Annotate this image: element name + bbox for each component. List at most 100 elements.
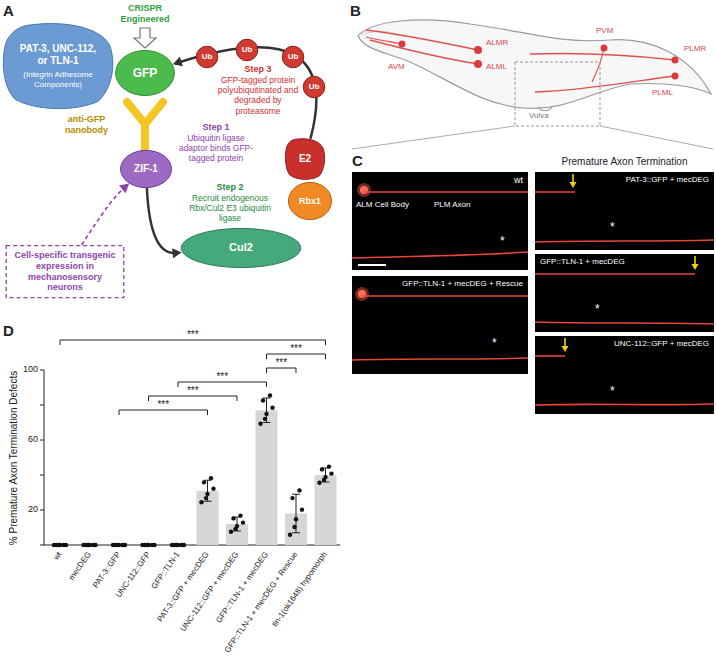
- data-point: [202, 480, 206, 484]
- category-label: UNC-112::GFP + mecDEG: [179, 550, 241, 633]
- label-holder: GFP::TLN-1: [149, 550, 182, 591]
- label-holder: 100: [23, 364, 38, 375]
- label-holder: % Premature Axon Termination Defects: [8, 371, 20, 545]
- category-label: PAT-3::GFP: [91, 550, 123, 590]
- label-holder: 60: [28, 434, 38, 445]
- ellipse-shape: [236, 39, 258, 61]
- neuron-label: AVM: [388, 62, 405, 72]
- step-description: GFP-tagged protein polyubiquitinated and…: [216, 75, 300, 116]
- label-holder: GFP::TLN-1 + mecDEG: [214, 550, 270, 625]
- panel-letter: B: [350, 2, 361, 20]
- data-point: [93, 543, 97, 547]
- tick-label: 60: [28, 434, 38, 445]
- text-holder: *: [610, 384, 615, 398]
- node-text: Ub: [202, 52, 213, 62]
- transgene-box: Cell-specific transgenic expression in m…: [5, 245, 125, 298]
- micrograph-ground: [535, 254, 714, 332]
- ubiquitin-circle: Ub: [196, 46, 218, 68]
- micrograph-label: UNC-112::GFP + mecDEG: [614, 339, 709, 349]
- axon: [535, 240, 714, 242]
- data-point: [56, 543, 60, 547]
- step-heading: Step 2: [180, 182, 280, 193]
- step-description: Ubiquitin ligase adaptor binds GFP-tagge…: [176, 133, 256, 164]
- label-holder: Ubiquitin ligase adaptor binds GFP-tagge…: [176, 133, 256, 164]
- significance-stars: ***: [157, 399, 169, 411]
- label-holder: mecDEG: [67, 550, 93, 582]
- axon: [535, 191, 575, 193]
- label-holder: ALML: [486, 62, 507, 72]
- label-holder: ***: [275, 357, 287, 369]
- node-text: Ub: [309, 82, 320, 92]
- axis-title: % Premature Axon Termination Defects: [8, 371, 20, 545]
- axon: [535, 273, 695, 275]
- data-point: [209, 476, 213, 480]
- micrograph-label: PAT-3::GFP + mecDEG: [626, 175, 709, 185]
- micrograph-label: GFP::TLN-1 + mecDEG + Rescue: [402, 279, 523, 289]
- text-holder: PLM Axon: [434, 200, 470, 210]
- data-point: [205, 492, 209, 496]
- data-point: [174, 543, 178, 547]
- tick-mark: [40, 370, 44, 371]
- micrograph-panel: PAT-3::GFP + mecDEG*: [535, 172, 714, 250]
- label-holder: wt: [51, 550, 63, 562]
- termination-arrowhead: [570, 182, 577, 188]
- data-point: [317, 481, 321, 485]
- curved-connector: [147, 188, 176, 253]
- neuron-label: PLML: [652, 88, 673, 98]
- axon: [364, 191, 528, 193]
- neuron-label: PVM: [596, 26, 613, 36]
- label-holder: PLMR: [684, 44, 706, 54]
- data-point: [241, 520, 245, 524]
- node-text: GFP: [133, 66, 158, 80]
- text-holder: ALM Cell Body: [356, 200, 409, 210]
- text-holder: *: [500, 234, 505, 248]
- tick-mark: [40, 405, 44, 406]
- label-holder: Step 3: [216, 64, 300, 75]
- label-holder: ALMR: [486, 38, 508, 48]
- step-description: Recruit endogenous Rbx/Cul2 E3 ubiquitin…: [180, 193, 280, 224]
- category-label: wt: [51, 550, 63, 562]
- label-holder: ***: [290, 343, 302, 355]
- tick-mark: [40, 475, 44, 476]
- data-point: [322, 478, 326, 482]
- data-point: [288, 532, 292, 536]
- text-holder: PAT-3::GFP + mecDEG: [626, 175, 709, 185]
- ellipse-shape: [303, 76, 325, 98]
- node-text: Cell-specific transgenic expression in m…: [11, 250, 119, 293]
- data-point: [199, 500, 203, 504]
- axis-line: [44, 370, 340, 545]
- text-holder: *: [492, 336, 497, 350]
- termination-arrowhead: [562, 346, 569, 352]
- label-holder: Step 1: [176, 122, 256, 133]
- significance-bracket: [119, 410, 208, 415]
- bar: [315, 475, 337, 545]
- data-point: [145, 543, 149, 547]
- node-text: anti-GFP nanobody: [55, 114, 118, 136]
- node-text: Cul2: [229, 241, 253, 254]
- blob-outline: [2, 22, 114, 110]
- axon: [352, 252, 528, 258]
- data-point: [258, 422, 262, 426]
- crispr-arrow: [134, 28, 156, 48]
- data-point: [211, 486, 215, 490]
- category-label: GFP::TLN-1: [149, 550, 182, 591]
- column-heading: Premature Axon Termination: [535, 156, 714, 168]
- data-point: [327, 464, 331, 468]
- blob-shape: [3, 24, 113, 109]
- zif-1-adaptor: ZIF-1: [120, 150, 172, 188]
- rbx1-protein: Rbx1: [288, 182, 332, 220]
- panel-letter: D: [3, 322, 14, 340]
- micrograph-panel: wtALM Cell BodyPLM Axon*: [352, 172, 528, 270]
- micrograph-label: GFP::TLN-1 + mecDEG: [540, 257, 625, 267]
- error-cap: [204, 501, 212, 502]
- ellipse-shape: [196, 46, 218, 68]
- node-text: (Integrin Adhesome Components): [16, 70, 100, 89]
- anatomy-label: Vulva: [529, 111, 549, 121]
- cell-body-glow: [355, 287, 369, 301]
- label-holder: AVM: [388, 62, 405, 72]
- text-holder: UNC-112::GFP + mecDEG: [614, 339, 709, 349]
- integrin-adhesome-blob: PAT-3, UNC-112, or TLN-1(Integrin Adheso…: [2, 22, 114, 110]
- neuron-label: ALMR: [486, 38, 508, 48]
- label-holder: tln-1(ok1648) hypomorph: [270, 550, 329, 629]
- label-holder: CRISPR Engineered: [105, 3, 185, 25]
